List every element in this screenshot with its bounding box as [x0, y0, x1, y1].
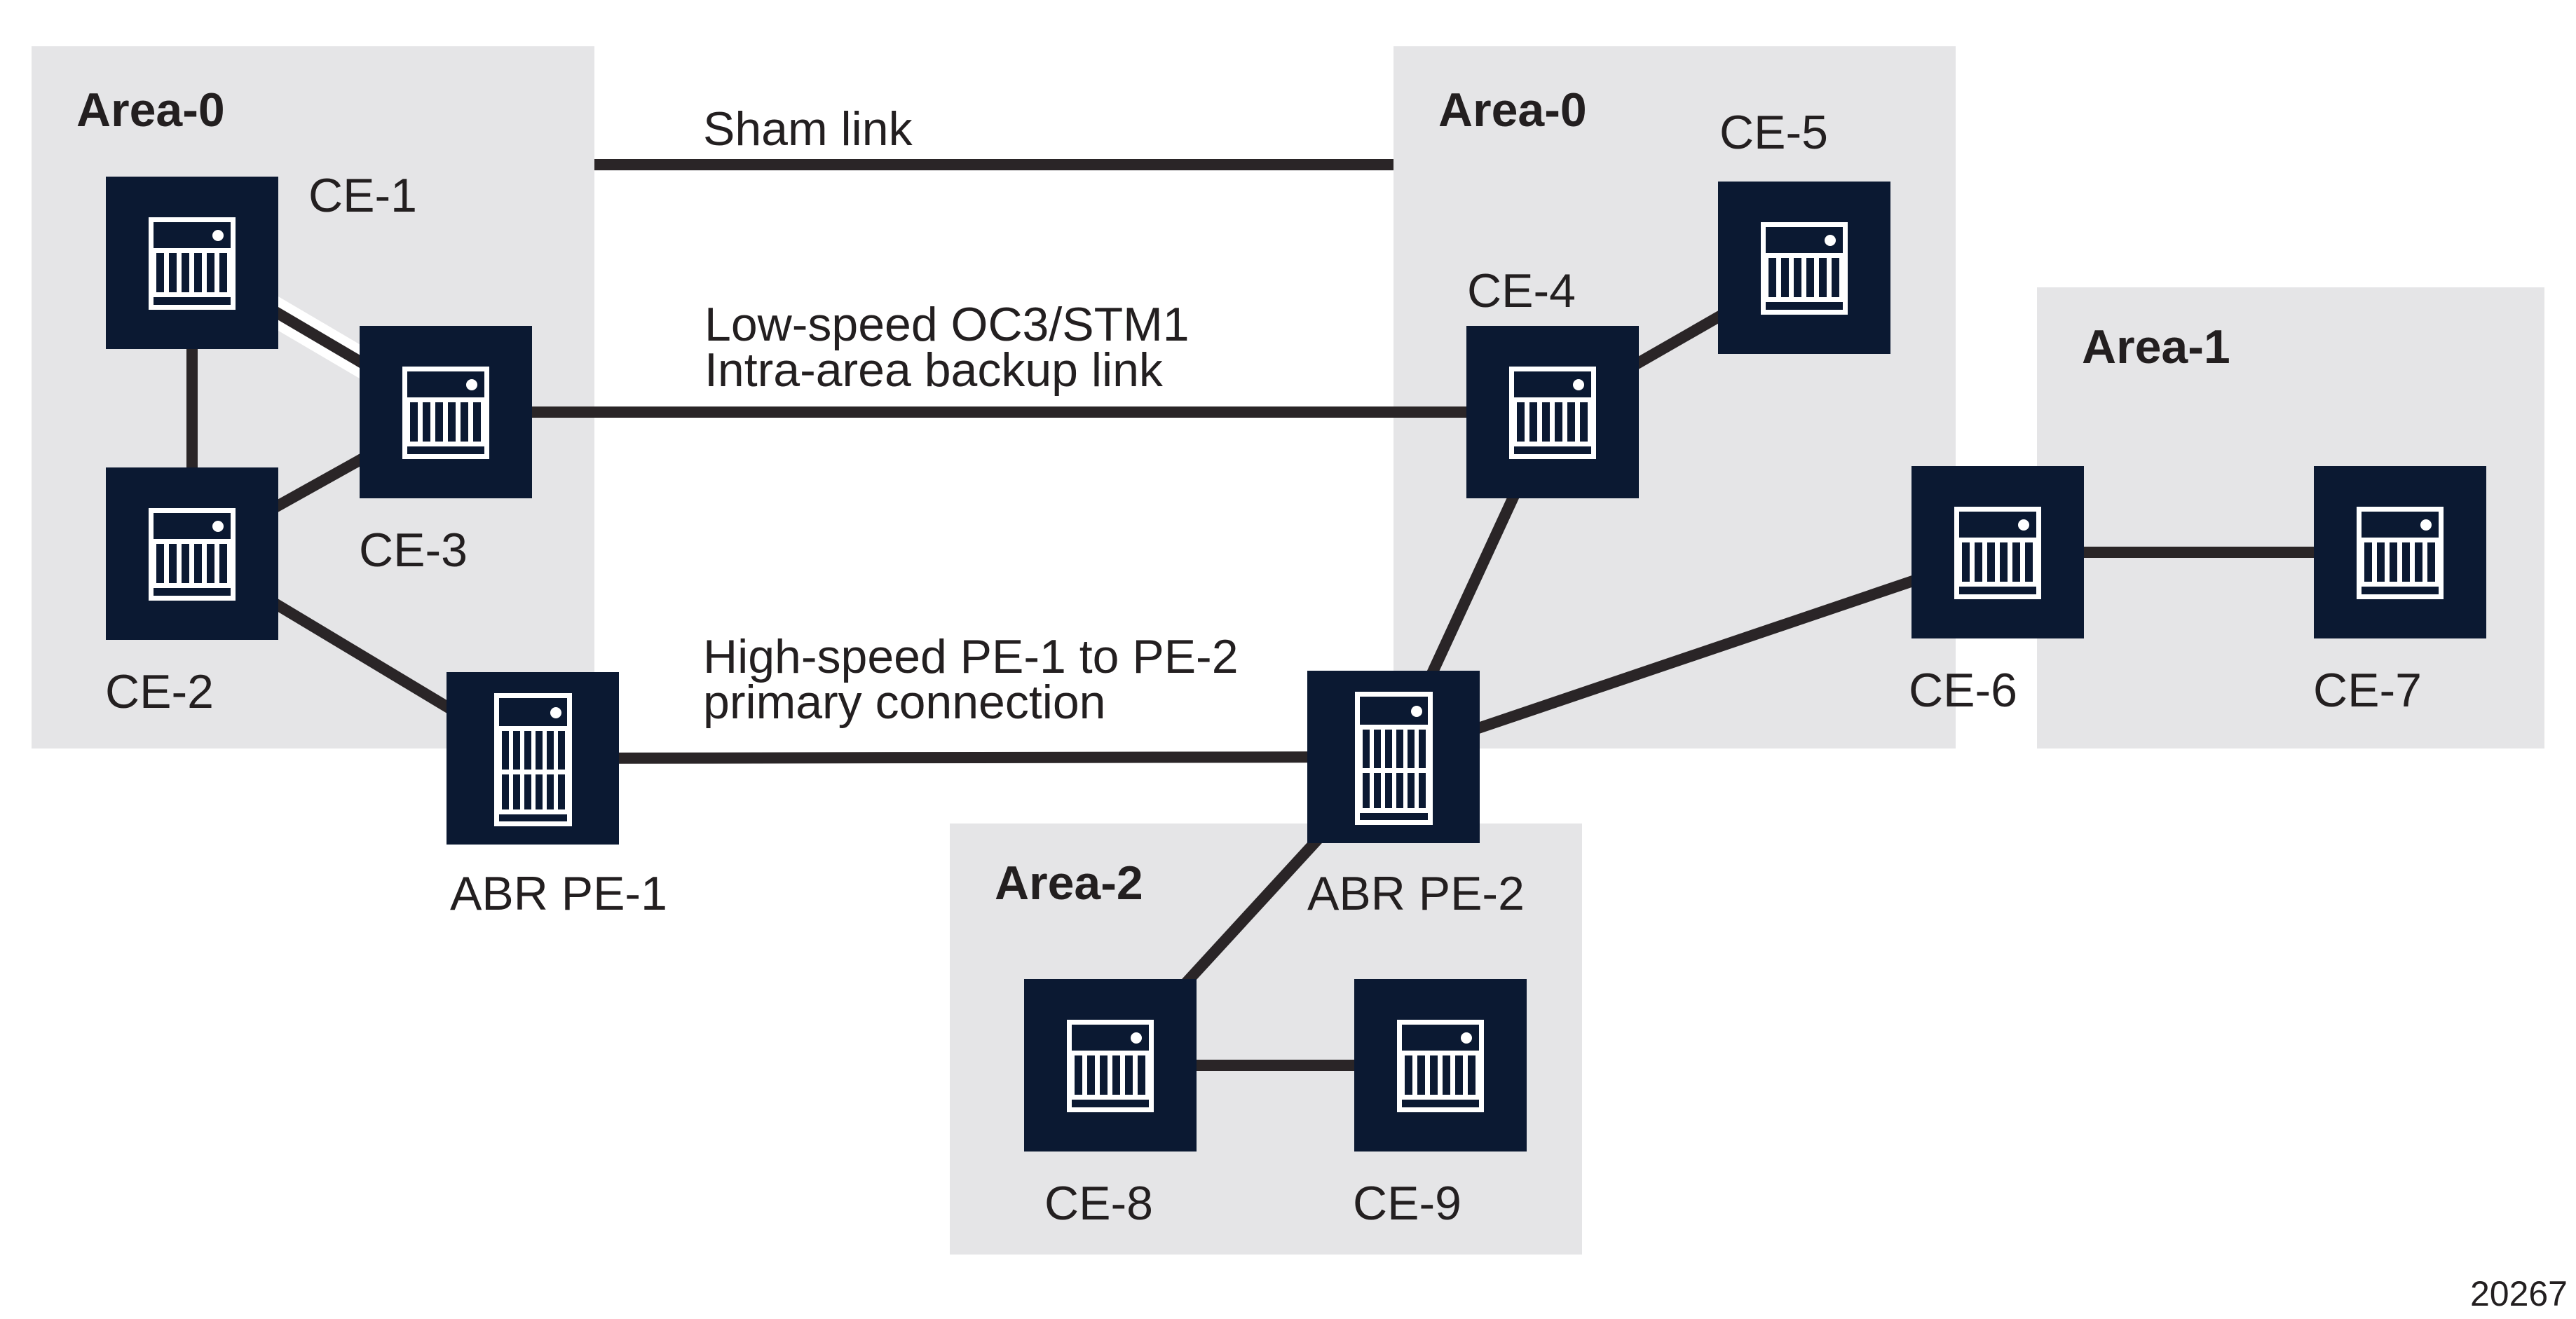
tall-router-icon	[1307, 671, 1480, 843]
node-label-abr-pe-2: ABR PE-2	[1307, 867, 1525, 920]
area-label-area-1: Area-1	[2082, 320, 2230, 374]
node-abr-pe-2	[1307, 671, 1480, 843]
node-ce-5	[1718, 182, 1890, 354]
low-speed-link-label-line-1: Low-speed OC3/STM1	[704, 298, 1190, 351]
router-icon	[360, 326, 532, 498]
node-abr-pe-1	[447, 672, 619, 845]
high-speed-link-label-line-2: primary connection	[703, 676, 1106, 729]
sham-link-label: Sham link	[703, 102, 913, 156]
node-label-abr-pe-1: ABR PE-1	[450, 867, 667, 920]
area-label-area-2: Area-2	[995, 856, 1143, 910]
node-ce-9	[1354, 979, 1527, 1151]
high-speed-primary-link	[532, 751, 1394, 764]
node-label-ce-7: CE-7	[2313, 664, 2422, 717]
link-abr-pe2-ce6	[1391, 547, 2000, 763]
router-icon	[1024, 979, 1197, 1151]
node-ce-4	[1466, 326, 1639, 498]
router-icon	[106, 467, 278, 640]
node-ce-2	[106, 467, 278, 640]
node-ce-1	[106, 177, 278, 349]
area-label-area-0: Area-0	[1438, 83, 1587, 137]
router-icon	[2314, 466, 2486, 638]
router-icon	[1911, 466, 2084, 638]
node-label-ce-5: CE-5	[1719, 106, 1828, 159]
high-speed-link-label-line-1: High-speed PE-1 to PE-2	[703, 630, 1239, 683]
node-label-ce-2: CE-2	[105, 665, 214, 718]
sham-link-label-line-1: Sham link	[703, 102, 913, 156]
node-label-ce-8: CE-8	[1044, 1177, 1153, 1230]
node-ce-7	[2314, 466, 2486, 638]
node-ce-3	[360, 326, 532, 498]
area-label-area-0: Area-0	[76, 83, 225, 137]
router-icon	[1466, 326, 1639, 498]
router-icon	[106, 177, 278, 349]
node-label-ce-1: CE-1	[308, 169, 417, 222]
node-ce-6	[1911, 466, 2084, 638]
router-icon	[1354, 979, 1527, 1151]
node-ce-8	[1024, 979, 1197, 1151]
router-icon	[1718, 182, 1890, 354]
node-label-ce-3: CE-3	[359, 524, 468, 577]
node-label-ce-6: CE-6	[1909, 664, 2017, 717]
node-label-ce-9: CE-9	[1353, 1177, 1461, 1230]
tall-router-icon	[447, 672, 619, 845]
figure-number: 20267	[2469, 1274, 2568, 1313]
low-speed-link-label-line-2: Intra-area backup link	[704, 343, 1163, 397]
node-label-ce-4: CE-4	[1467, 264, 1576, 317]
